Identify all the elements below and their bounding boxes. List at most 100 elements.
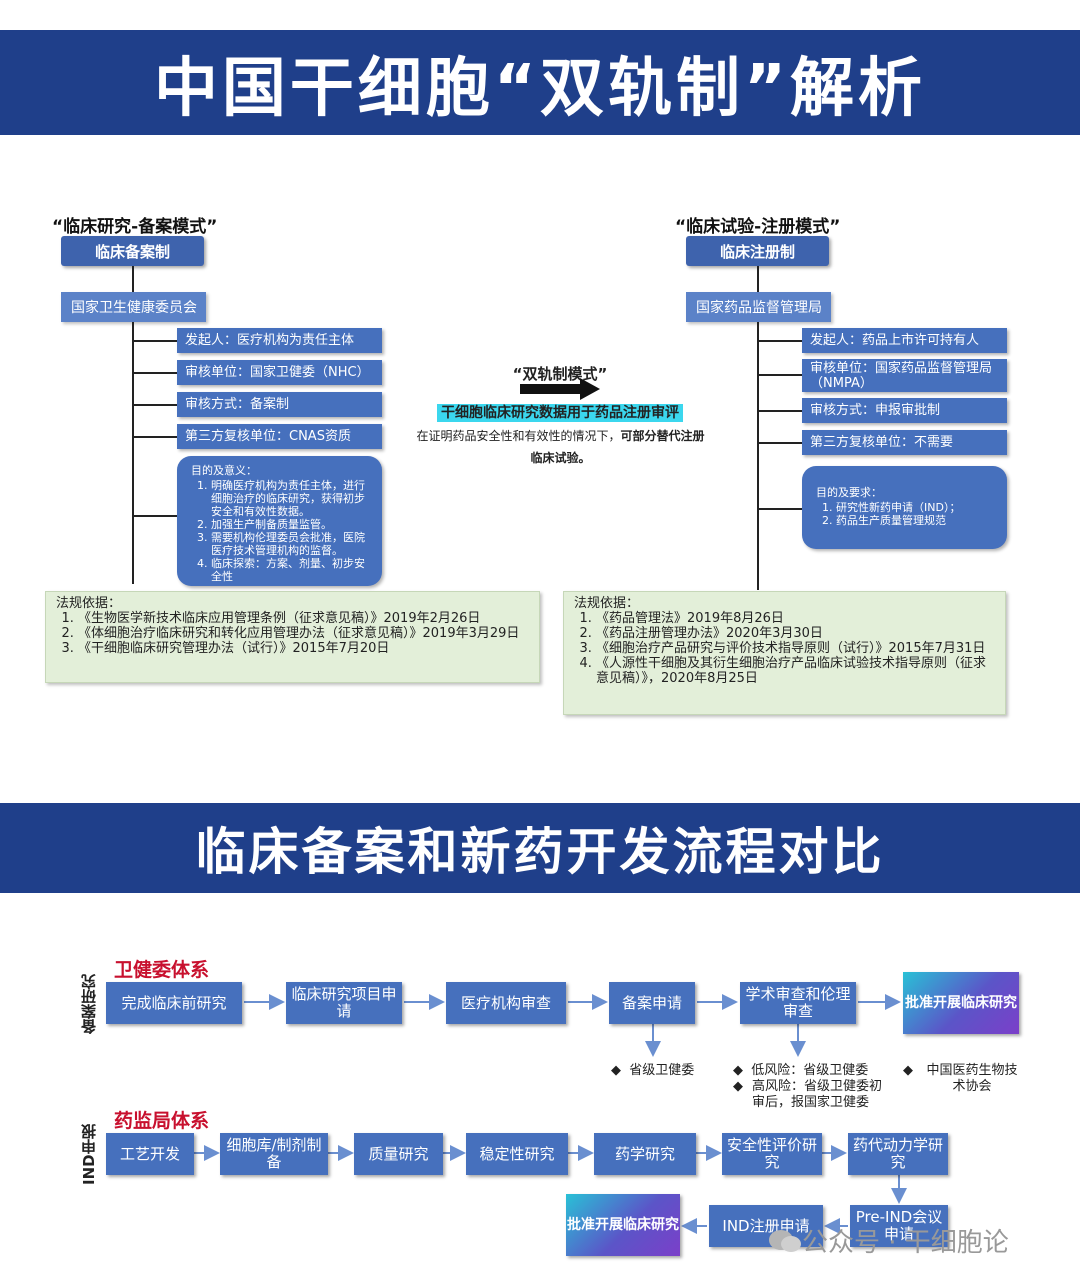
note-text: 中国医药生物技术协会 — [926, 1063, 1018, 1094]
filing-note-high-risk: ◆ 高风险：省级卫健委初审后，报国家卫健委 — [733, 1079, 903, 1111]
right-law-item: 《药品管理法》2019年8月26日 — [596, 611, 995, 626]
right-branch — [757, 410, 802, 412]
bottom-banner: 临床备案和新药开发流程对比 — [0, 803, 1080, 893]
right-purpose-item: 研究性新药申请（IND）； — [836, 501, 997, 514]
bullet-icon: ◆ — [903, 1063, 913, 1078]
banner-title: 中国干细胞“双轨制”解析 — [153, 51, 927, 126]
left-branch — [132, 340, 177, 342]
right-law-item: 《人源性干细胞及其衍生细胞治疗产品临床试验技术指导原则（征求意见稿）》，2020… — [596, 656, 995, 686]
flow-arrows — [194, 994, 907, 1234]
left-law-item: 《体细胞治疗临床研究和转化应用管理办法（征求意见稿）》2019年3月29日 — [78, 626, 529, 641]
left-purpose-list: 明确医疗机构为责任主体，进行细胞治疗的临床研究，获得初步安全和有效性数据。 加强… — [191, 479, 372, 583]
ind-step-cell-bank: 细胞库/制剂制备 — [220, 1133, 328, 1175]
right-branch — [757, 374, 802, 376]
filing-system-label: 卫健委体系 — [114, 959, 210, 981]
ind-step-safety: 安全性评价研究 — [722, 1133, 822, 1175]
bullet-icon: ◆ — [611, 1063, 621, 1078]
right-branch — [757, 442, 802, 444]
filing-side-label: 备案研究 — [80, 974, 98, 1034]
watermark: 公众号 · 干细胞论 — [768, 1222, 1009, 1259]
left-purpose-box: 目的及意义： 明确医疗机构为责任主体，进行细胞治疗的临床研究，获得初步安全和有效… — [177, 456, 382, 586]
ind-system-label: 药监局体系 — [114, 1110, 210, 1132]
ind-step-pre-ind: Pre-IND会议申请 — [850, 1205, 948, 1247]
right-law-list: 《药品管理法》2019年8月26日 《药品注册管理办法》2020年3月30日 《… — [574, 611, 995, 686]
left-purpose-title: 目的及意义： — [191, 464, 257, 477]
double-track-arrow-icon — [520, 378, 600, 400]
left-purpose-item: 需要机构伦理委员会批准，医院医疗技术管理机构的监督。 — [211, 531, 372, 557]
right-item-initiator: 发起人：药品上市许可持有人 — [802, 328, 1007, 353]
note-text: 高风险：省级卫健委初审后，报国家卫健委 — [752, 1079, 883, 1110]
right-law-title: 法规依据： — [574, 596, 640, 611]
left-branch — [132, 404, 177, 406]
left-branch — [132, 436, 177, 438]
right-law-item: 《细胞治疗产品研究与评价技术指导原则（试行）》2015年7月31日 — [596, 641, 995, 656]
center-highlight-wrap: 干细胞临床研究数据用于药品注册审评 — [420, 402, 700, 422]
center-highlight: 干细胞临床研究数据用于药品注册审评 — [437, 404, 683, 422]
left-branch — [132, 372, 177, 374]
center-text: 在证明药品安全性和有效性的情况下，可部分替代注册 临床试验。 — [398, 425, 723, 469]
right-item-third-party: 第三方复核单位：不需要 — [802, 430, 1007, 455]
right-branch — [757, 508, 802, 510]
left-org-box: 国家卫生健康委员会 — [61, 292, 206, 322]
left-item-reviewer: 审核单位：国家卫健委（NHC） — [177, 360, 382, 385]
right-purpose-box: 目的及要求： 研究性新药申请（IND）； 药品生产质量管理规范 — [802, 466, 1007, 549]
right-connector — [757, 266, 759, 292]
left-mode-title: “临床研究-备案模式” — [52, 217, 218, 237]
right-head-box: 临床注册制 — [686, 236, 829, 266]
right-purpose-list: 研究性新药申请（IND）； 药品生产质量管理规范 — [816, 501, 997, 527]
filing-step-filing-application: 备案申请 — [609, 982, 695, 1024]
bottom-banner-title: 临床备案和新药开发流程对比 — [195, 823, 885, 881]
filing-step-academic-ethics: 学术审查和伦理审查 — [740, 982, 856, 1024]
left-purpose-item: 加强生产制备质量监管。 — [211, 518, 372, 531]
ind-step-ind-application: IND注册申请 — [709, 1205, 823, 1247]
left-connector — [132, 266, 134, 292]
right-purpose-title: 目的及要求： — [816, 486, 882, 499]
bullet-icon: ◆ — [733, 1063, 743, 1078]
right-branch — [757, 340, 802, 342]
filing-note-association: ◆ 中国医药生物技术协会 — [903, 1063, 1028, 1095]
right-item-method: 审核方式：申报审批制 — [802, 398, 1007, 423]
left-head-box: 临床备案制 — [61, 236, 204, 266]
watermark-text: 公众号 · 干细胞论 — [802, 1228, 1009, 1258]
filing-note-provincial: ◆ 省级卫健委 — [611, 1063, 711, 1079]
right-law-box: 法规依据： 《药品管理法》2019年8月26日 《药品注册管理办法》2020年3… — [563, 591, 1006, 715]
bullet-icon: ◆ — [733, 1079, 743, 1094]
ind-step-process-dev: 工艺开发 — [106, 1133, 194, 1175]
note-text: 省级卫健委 — [629, 1063, 695, 1078]
left-law-item: 《生物医学新技术临床应用管理条例（征求意见稿）》2019年2月26日 — [78, 611, 529, 626]
right-org-box: 国家药品监督管理局 — [686, 292, 831, 322]
right-law-item: 《药品注册管理办法》2020年3月30日 — [596, 626, 995, 641]
right-mode-title: “临床试验-注册模式” — [675, 217, 841, 237]
filing-step-preclinical: 完成临床前研究 — [106, 982, 242, 1024]
center-text-line2: 临床试验。 — [530, 451, 591, 465]
left-purpose-item: 临床探索：方案、剂量、初步安全性 — [211, 557, 372, 583]
center-text-bold: 可部分替代注册 — [620, 429, 705, 443]
left-law-list: 《生物医学新技术临床应用管理条例（征求意见稿）》2019年2月26日 《体细胞治… — [56, 611, 529, 656]
center-title: “双轨制模式” — [512, 365, 608, 383]
right-item-reviewer: 审核单位：国家药品监督管理局（NMPA） — [802, 359, 1007, 392]
left-law-item: 《干细胞临床研究管理办法（试行）》2015年7月20日 — [78, 641, 529, 656]
left-trunk-line — [132, 322, 134, 584]
left-law-box: 法规依据： 《生物医学新技术临床应用管理条例（征求意见稿）》2019年2月26日… — [45, 591, 540, 683]
center-text-normal: 在证明药品安全性和有效性的情况下， — [416, 429, 621, 443]
ind-side-label: IND申报 — [80, 1124, 98, 1186]
left-branch — [132, 515, 177, 517]
filing-step-institution-review: 医疗机构审查 — [446, 982, 566, 1024]
right-purpose-item: 药品生产质量管理规范 — [836, 514, 997, 527]
left-item-method: 审核方式：备案制 — [177, 392, 382, 417]
filing-step-project-application: 临床研究项目申请 — [286, 982, 402, 1024]
left-purpose-item: 明确医疗机构为责任主体，进行细胞治疗的临床研究，获得初步安全和有效性数据。 — [211, 479, 372, 518]
filing-note-low-risk: ◆ 低风险：省级卫健委 — [733, 1063, 901, 1079]
right-trunk-line — [757, 322, 759, 590]
ind-step-quality: 质量研究 — [354, 1133, 443, 1175]
left-item-third-party: 第三方复核单位：CNAS资质 — [177, 424, 382, 449]
ind-step-stability: 稳定性研究 — [466, 1133, 568, 1175]
filing-final-approval: 批准开展临床研究 — [903, 972, 1019, 1034]
top-banner: 中国干细胞“双轨制”解析 — [0, 30, 1080, 135]
note-text: 低风险：省级卫健委 — [751, 1063, 869, 1078]
ind-step-pk: 药代动力学研究 — [848, 1133, 948, 1175]
ind-final-approval: 批准开展临床研究 — [566, 1194, 680, 1256]
wechat-icon — [769, 1229, 801, 1252]
ind-step-pharmacy: 药学研究 — [594, 1133, 696, 1175]
left-law-title: 法规依据： — [56, 596, 122, 611]
